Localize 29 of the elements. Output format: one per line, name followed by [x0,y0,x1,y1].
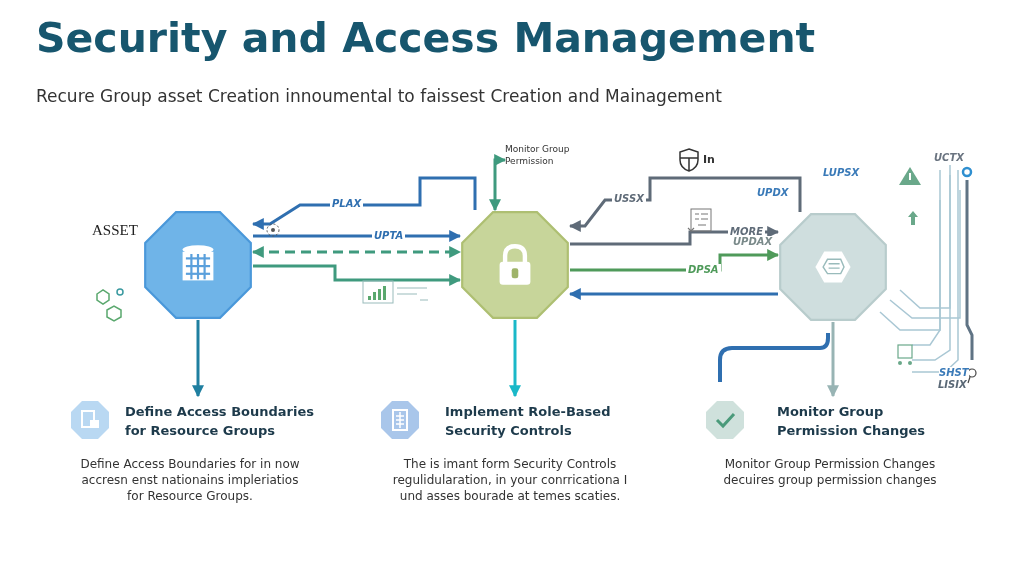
card-heading: Define Access Boundaries for Resource Groups [125,403,315,440]
label-text: UCTX [934,152,964,163]
label-text: UPDX [757,187,789,198]
edge-label: UPTA [372,230,406,241]
arrow [192,320,204,398]
card-description: The is imant form Security Controls regulidularation, in your conrricationa I und asses bourade at temes scaties. [391,456,629,504]
arrow [509,320,521,398]
label-text: SHST [939,367,969,378]
arrow [827,322,839,398]
edge-label: DPSA [686,264,721,275]
edge-label: MORE [728,226,765,237]
arrow [568,288,778,300]
card-description: Define Access Boundaries for in now accresn enst nationains impleriatios for Resource Groups. [80,456,300,504]
edge-label: PLAX [330,198,364,209]
arrow [253,264,462,286]
arrow [489,154,507,212]
subtitle: Recure Group asset Creation innoumental to faissest Creation and Mainagement [36,86,722,106]
label-text: LISIX [938,379,967,390]
card-description: Monitor Group Permission Changes decuires group permission changes [722,456,938,488]
label-text: LUPSX [823,167,860,178]
arrow [568,176,802,232]
edge-label: USSX [612,193,646,204]
card-heading: Implement Role-Based Security Controls [445,403,612,440]
annotation-text: Monitor Group Permission [505,143,580,179]
label-text: In [703,153,715,166]
arrow [251,176,477,230]
arrow [251,246,462,258]
card-heading: Monitor Group Permission Changes [777,403,927,440]
title: Security and Access Management [36,14,816,62]
